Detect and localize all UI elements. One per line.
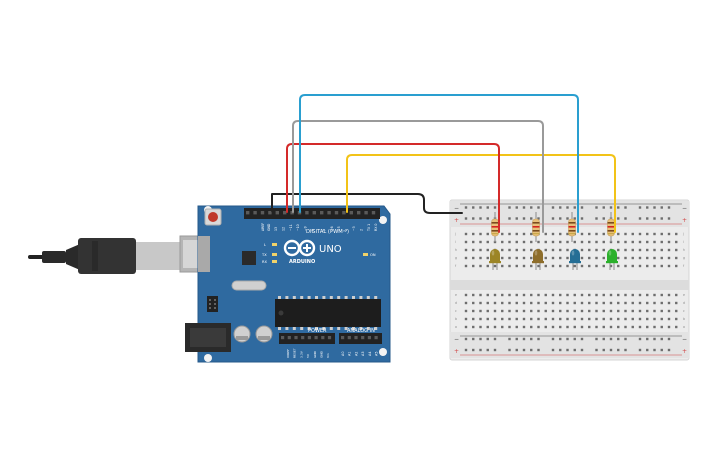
digital-pin-label: 8 (311, 229, 315, 231)
digital-pin-label: 13 (274, 227, 278, 231)
row-letter: f (683, 264, 685, 268)
led-1[interactable] (489, 249, 501, 270)
led-2[interactable] (532, 249, 544, 270)
wires (271, 94, 616, 233)
tx-led-indicator (272, 253, 277, 256)
digital-pin-label: ~11 (289, 224, 293, 231)
analog-pin-label: A5 (375, 352, 379, 356)
row-letter: g (683, 256, 685, 260)
svg-text:−: − (682, 205, 687, 212)
svg-text:−: − (682, 336, 687, 343)
power-pin-label: Vin (326, 353, 330, 358)
rx-label: RX (262, 260, 267, 264)
icsp-header (207, 296, 218, 312)
digital-label: DIGITAL (PWM~) (306, 229, 349, 235)
row-letter: h (455, 248, 457, 252)
power-pin-label: 5V (306, 353, 310, 358)
row-letter: j (682, 232, 684, 236)
crystal (231, 280, 267, 291)
row-letter: a (683, 325, 685, 329)
power-pin-label: RESET (293, 348, 297, 358)
digital-pin-label: ~3 (352, 226, 356, 231)
digital-pin-label: ~5 (337, 226, 341, 231)
analog-label: ANALOG IN (347, 328, 375, 334)
row-letter: c (683, 309, 685, 313)
usb-cable[interactable] (28, 235, 211, 274)
row-letter: d (683, 301, 685, 305)
wire-gray[interactable] (292, 120, 544, 233)
digital-pin-label: ~9 (304, 226, 308, 231)
on-label: ON (370, 253, 376, 257)
rx-led-indicator (272, 260, 277, 263)
arduino-logo (283, 239, 316, 257)
resistor[interactable] (607, 212, 615, 242)
digital-pin-label: TX 1 (367, 224, 371, 232)
gnd-label: GND (267, 223, 271, 231)
power-pin-label: 3.3V (299, 350, 303, 358)
analog-pin-label: A2 (354, 352, 358, 356)
analog-pin-label: A1 (348, 352, 352, 356)
row-letter: g (455, 256, 457, 260)
digital-pin-label: ~10 (296, 224, 300, 231)
row-letter: b (455, 317, 457, 321)
row-letter: d (455, 301, 457, 305)
digital-pin-label: 2 (359, 229, 363, 231)
usb-chip (242, 251, 256, 265)
row-letter: h (683, 248, 685, 252)
digital-pin-label: ~6 (330, 226, 334, 231)
analog-pin-label: A0 (341, 352, 345, 356)
row-letter: i (683, 240, 684, 244)
led-3[interactable] (569, 249, 581, 270)
svg-text:+: + (682, 217, 687, 224)
row-letter: b (683, 317, 685, 321)
resistor[interactable] (491, 212, 499, 242)
atmega-chip (275, 296, 381, 330)
power-label: POWER (308, 328, 327, 334)
aref-label: AREF (261, 223, 265, 231)
svg-text:−: − (454, 205, 459, 212)
on-led-indicator (363, 253, 368, 256)
power-pin-label: GND (320, 350, 324, 358)
l-label: L (264, 243, 266, 247)
led-4[interactable] (606, 249, 618, 270)
analog-pin-label: A4 (368, 352, 372, 356)
row-letter: j (454, 232, 456, 236)
model-label: UNO (319, 244, 342, 255)
wire-red[interactable] (286, 143, 500, 233)
svg-text:+: + (454, 348, 459, 355)
l-led-indicator (272, 243, 277, 246)
row-letter: i (455, 240, 456, 244)
row-letter: e (683, 293, 685, 297)
wire-black-gnd[interactable] (271, 193, 463, 214)
wire-blue[interactable] (299, 94, 579, 233)
power-pin-label: GND (313, 350, 317, 358)
tx-label: TX (261, 253, 267, 257)
svg-text:−: − (454, 336, 459, 343)
digital-pin-label: RX 0 (374, 224, 378, 231)
resistor[interactable] (568, 212, 576, 242)
digital-pin-label: 12 (281, 227, 285, 231)
row-letter: a (455, 325, 457, 329)
wire-yellow[interactable] (346, 154, 616, 233)
svg-text:+: + (454, 217, 459, 224)
resistor[interactable] (532, 212, 540, 242)
digital-pin-label: 4 (345, 229, 349, 231)
power-pin-label: IOREF (286, 349, 290, 358)
svg-text:+: + (682, 348, 687, 355)
brand-label: ARDUINO (289, 259, 315, 265)
reset-button[interactable] (204, 208, 222, 226)
digital-pin-label: 7 (322, 229, 326, 231)
row-letter: f (455, 264, 457, 268)
row-letter: c (455, 309, 457, 313)
analog-pin-label: A3 (361, 352, 365, 356)
row-letter: e (455, 293, 457, 297)
